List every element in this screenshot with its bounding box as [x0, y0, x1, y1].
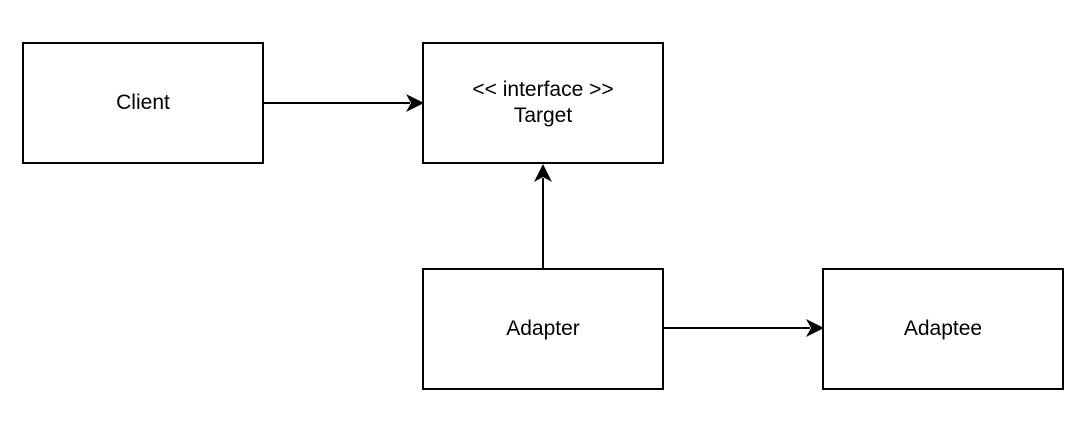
arrowhead-icon — [534, 164, 552, 182]
adaptee-label: Adaptee — [903, 317, 983, 340]
edge-adapter-to-adaptee — [664, 319, 824, 337]
adapter-label: Adapter — [506, 317, 580, 340]
edge-adapter-to-target — [534, 164, 552, 268]
adapter-box: Adapter — [422, 268, 664, 390]
client-box: Client — [22, 42, 264, 164]
adaptee-box: Adaptee — [822, 268, 1064, 390]
edge-client-to-target — [264, 94, 424, 112]
target-stereotype: << interface >> — [472, 78, 614, 101]
client-label: Client — [116, 91, 170, 114]
target-label: Target — [513, 104, 573, 127]
arrowhead-icon — [406, 94, 424, 112]
target-interface-box: << interface >> Target — [422, 42, 664, 164]
arrowhead-icon — [806, 319, 824, 337]
